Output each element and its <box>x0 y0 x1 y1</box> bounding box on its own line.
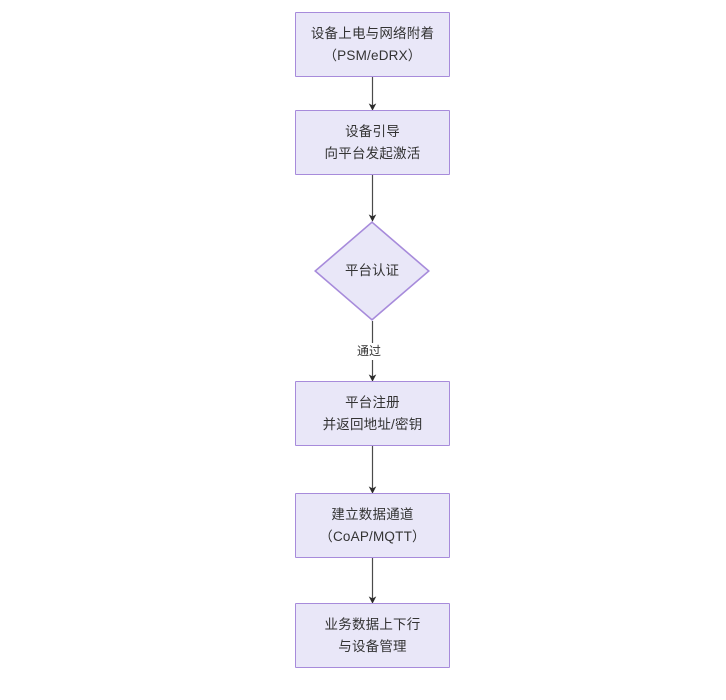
node-business-data-and-device-management[interactable]: 业务数据上下行 与设备管理 <box>295 603 450 668</box>
diamond-shape <box>314 221 430 321</box>
node-label: 设备引导 向平台发起激活 <box>324 123 421 161</box>
node-platform-authentication[interactable]: 平台认证 <box>314 221 430 321</box>
node-label: 设备上电与网络附着 （PSM/eDRX） <box>310 25 435 63</box>
node-label: 业务数据上下行 与设备管理 <box>324 616 421 654</box>
node-establish-data-channel[interactable]: 建立数据通道 （CoAP/MQTT） <box>295 493 450 558</box>
node-label: 平台注册 并返回地址/密钥 <box>322 394 423 432</box>
node-device-bootstrap[interactable]: 设备引导 向平台发起激活 <box>295 110 450 175</box>
node-device-power-on[interactable]: 设备上电与网络附着 （PSM/eDRX） <box>295 12 450 77</box>
edge-label-pass: 通过 <box>355 343 384 360</box>
node-label: 建立数据通道 （CoAP/MQTT） <box>319 506 426 544</box>
node-label: 平台认证 <box>345 263 399 278</box>
node-platform-registration[interactable]: 平台注册 并返回地址/密钥 <box>295 381 450 446</box>
edge-label-text: 通过 <box>357 344 382 358</box>
